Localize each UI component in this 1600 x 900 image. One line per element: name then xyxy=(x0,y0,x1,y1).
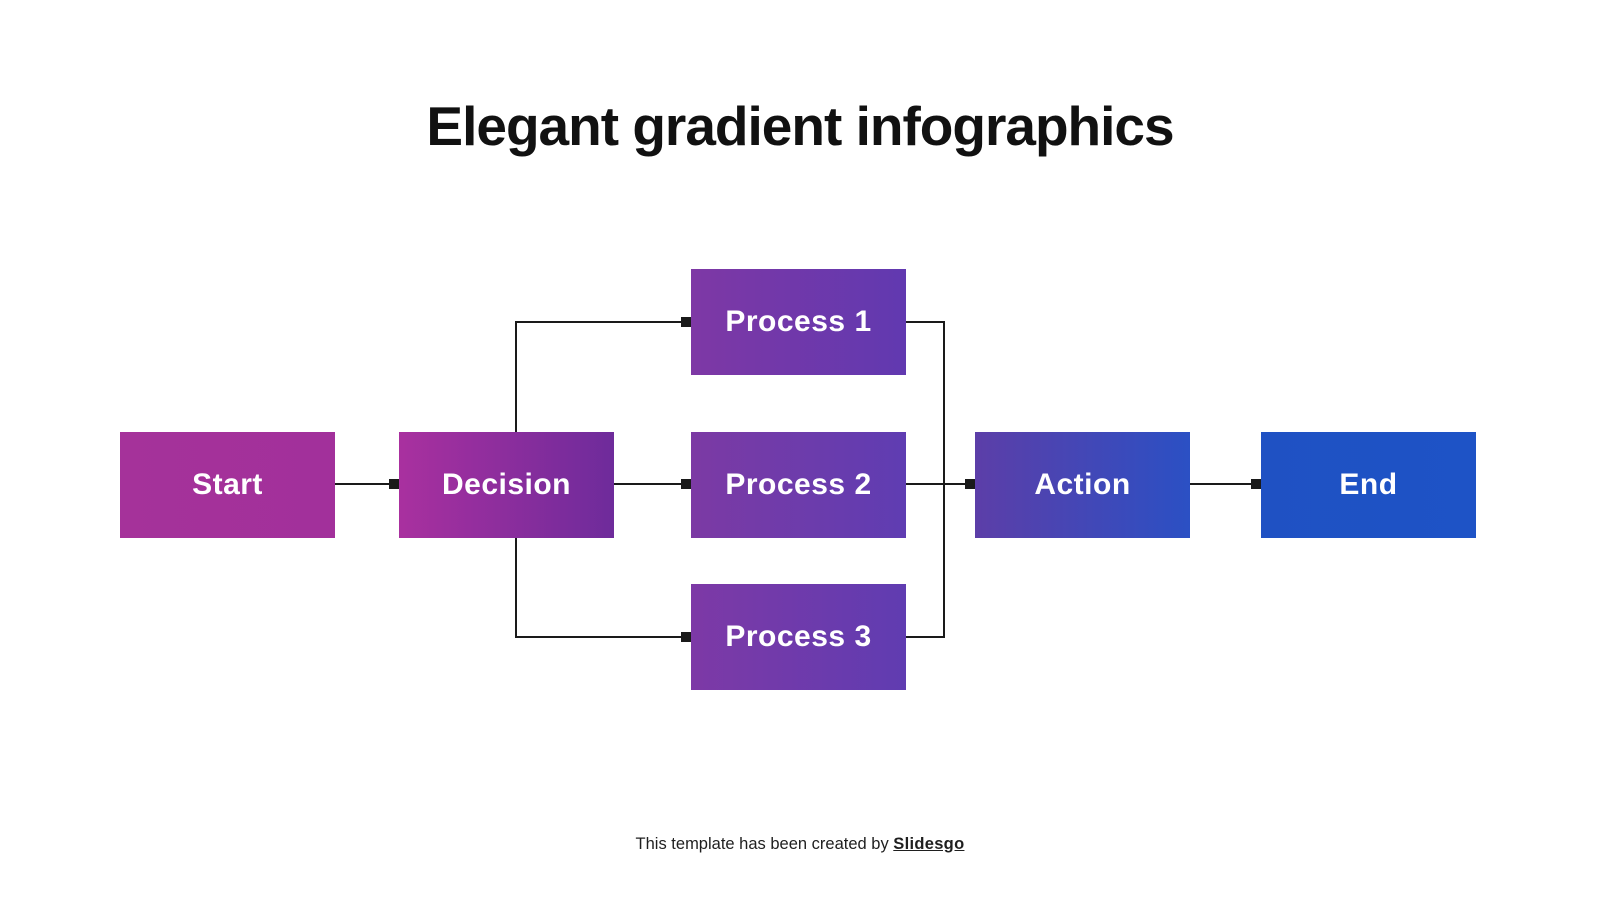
flowchart-node-process3: Process 3 xyxy=(691,584,906,690)
flowchart-node-start: Start xyxy=(120,432,335,538)
connector-merge-rail xyxy=(943,321,945,638)
connector-decision-process3-horizontal xyxy=(515,636,681,638)
node-label: Decision xyxy=(441,468,572,501)
footer-credit-text: This template has been created by xyxy=(635,835,894,853)
node-label: End xyxy=(1339,468,1398,501)
connector-decision-process1-vertical xyxy=(515,322,517,432)
node-label: Action xyxy=(1034,468,1131,501)
square-arrowhead-icon xyxy=(965,479,975,489)
footer-credit: This template has been created by Slides… xyxy=(0,835,1600,854)
connector-process1-merge xyxy=(906,321,945,323)
connector-start-decision xyxy=(335,483,389,485)
connector-decision-process2 xyxy=(614,483,681,485)
flowchart-node-process1: Process 1 xyxy=(691,269,906,375)
flowchart-node-end: End xyxy=(1261,432,1476,538)
connector-process3-merge xyxy=(906,636,945,638)
square-arrowhead-icon xyxy=(389,479,399,489)
square-arrowhead-icon xyxy=(1251,479,1261,489)
slidesgo-link[interactable]: Slidesgo xyxy=(893,835,965,853)
node-label: Start xyxy=(192,468,263,501)
flowchart-node-process2: Process 2 xyxy=(691,432,906,538)
connector-process2-action xyxy=(906,483,965,485)
square-arrowhead-icon xyxy=(681,317,691,327)
connector-decision-process3-vertical xyxy=(515,538,517,638)
slide-title: Elegant gradient infographics xyxy=(426,95,1174,157)
square-arrowhead-icon xyxy=(681,479,691,489)
node-label: Process 3 xyxy=(725,620,872,653)
connector-decision-process1-horizontal xyxy=(515,321,681,323)
node-label: Process 2 xyxy=(725,468,872,501)
flowchart-node-decision: Decision xyxy=(399,432,614,538)
square-arrowhead-icon xyxy=(681,632,691,642)
node-label: Process 1 xyxy=(725,305,872,338)
flowchart-node-action: Action xyxy=(975,432,1190,538)
connector-action-end xyxy=(1190,483,1251,485)
